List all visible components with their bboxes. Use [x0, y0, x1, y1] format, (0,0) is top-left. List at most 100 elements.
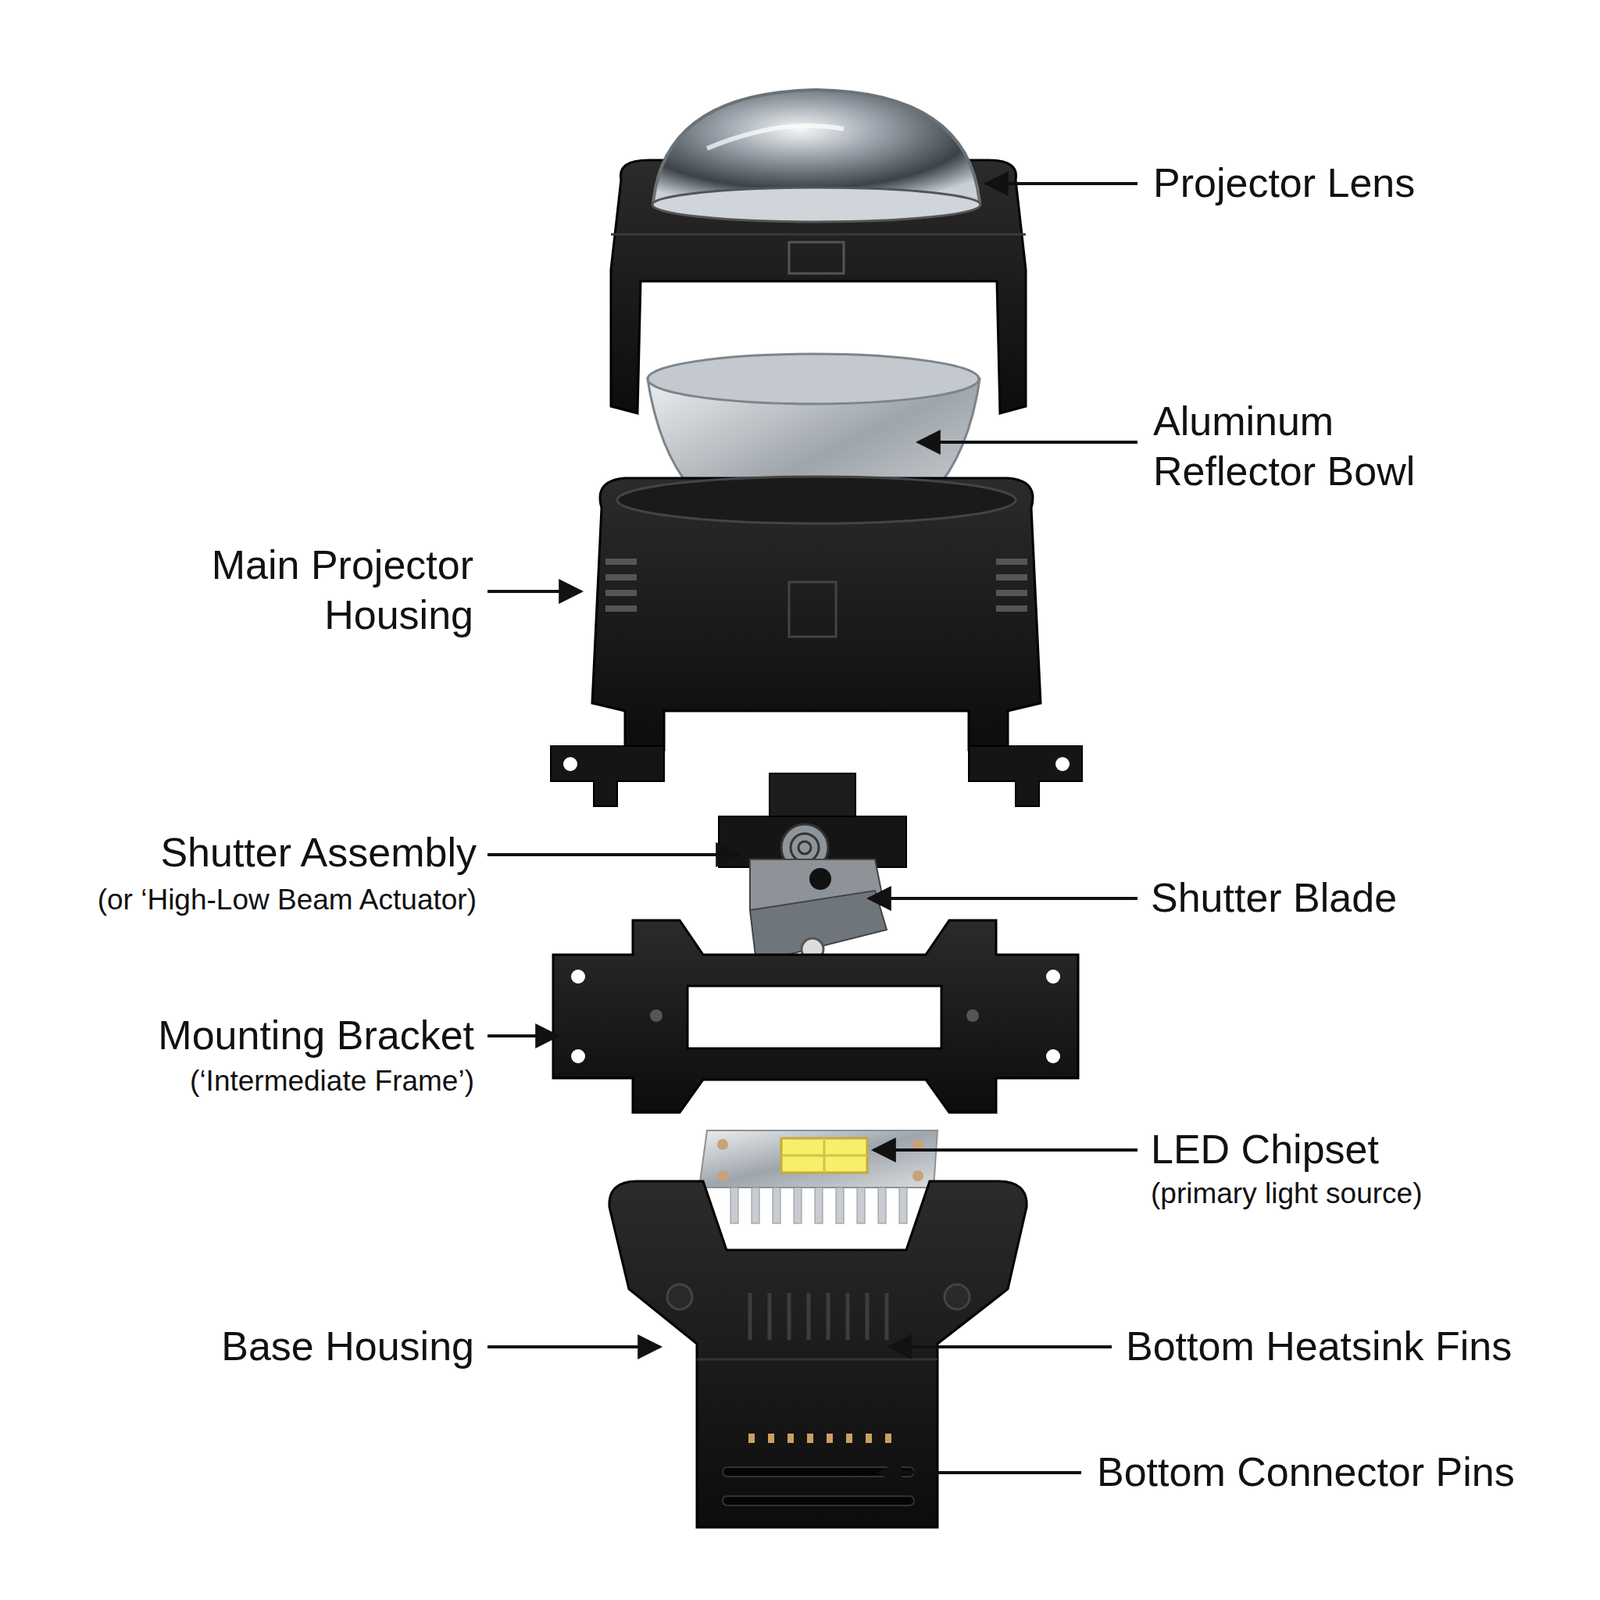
leader-line	[917, 440, 1138, 444]
main-housing-part	[996, 589, 1028, 597]
base-housing-part	[609, 1181, 1027, 1528]
base-housing-part	[826, 1433, 833, 1443]
main-housing-part	[605, 558, 637, 565]
base-housing-part	[846, 1292, 850, 1340]
led-chipset-part	[772, 1187, 781, 1224]
part-note: (or ‘High-Low Beam Actuator)	[97, 882, 477, 918]
mounting-bracket-part	[571, 1049, 586, 1064]
projector-lens-part	[653, 89, 980, 204]
main-housing-part	[996, 574, 1028, 581]
part-note: (primary light source)	[1150, 1175, 1422, 1211]
leader-line	[487, 1034, 558, 1038]
mounting-bracket-part	[571, 969, 586, 984]
led-chipset-part	[878, 1187, 886, 1224]
main-housing-part	[605, 574, 637, 581]
shutter-assembly-part	[798, 841, 811, 854]
main-housing-part	[1055, 757, 1070, 772]
base-housing-part	[787, 1292, 792, 1340]
base-housing-part	[807, 1433, 814, 1443]
shutter-assembly-part	[718, 773, 907, 963]
base-housing-part	[767, 1292, 772, 1340]
part-label: Mounting Bracket	[157, 1010, 475, 1061]
part-label: Shutter Assembly	[160, 828, 477, 878]
main-housing-part	[617, 476, 1016, 524]
main-housing-part	[563, 757, 578, 772]
base-housing-part	[885, 1292, 890, 1340]
main-housing-part	[996, 558, 1028, 565]
base-housing-part	[944, 1284, 970, 1310]
part-label: Bottom Heatsink Fins	[1125, 1321, 1512, 1372]
base-housing-part	[609, 1181, 1027, 1528]
base-housing-part	[750, 1292, 887, 1340]
base-housing-part	[885, 1433, 892, 1443]
projector-lens-part	[789, 242, 844, 274]
part-label: Base Housing	[221, 1321, 475, 1372]
led-chipset-part	[835, 1187, 844, 1224]
main-housing-part	[789, 582, 836, 637]
led-chipset-part	[912, 1139, 924, 1150]
mounting-bracket-part	[553, 920, 1079, 1113]
base-housing-part	[748, 1433, 892, 1443]
leader-line	[487, 183, 1138, 1473]
led-chipset-part	[781, 1154, 868, 1158]
base-housing-part	[748, 1433, 755, 1443]
main-housing-part	[550, 746, 665, 807]
main-housing-part	[605, 589, 637, 597]
mounting-bracket-part	[966, 1009, 979, 1022]
led-chipset-part	[730, 1187, 739, 1224]
projector-lens-part	[652, 187, 981, 222]
led-chipset-part	[912, 1170, 924, 1182]
part-label: Bottom Connector Pins	[1096, 1447, 1515, 1497]
shutter-assembly-part	[790, 833, 819, 862]
part-label: LED Chipset	[1150, 1125, 1379, 1175]
projector-lens-part	[610, 160, 1026, 414]
part-label: Main Projector Housing	[160, 540, 474, 640]
base-housing-part	[865, 1292, 870, 1340]
main-housing-part	[550, 476, 1083, 807]
main-housing-part	[605, 605, 637, 612]
shutter-assembly-part	[769, 773, 856, 817]
base-housing-part	[722, 1496, 915, 1506]
leader-line	[487, 589, 582, 593]
leader-line	[868, 896, 1138, 900]
leader-line	[889, 1345, 1112, 1349]
part-label: Projector Lens	[1153, 158, 1415, 208]
leader-line	[873, 1148, 1138, 1152]
led-chipset-part	[730, 1187, 908, 1224]
base-housing-part	[826, 1292, 831, 1340]
base-housing-part	[667, 1284, 693, 1310]
base-housing-part	[767, 1433, 775, 1443]
leader-line	[487, 853, 739, 857]
led-chipset-part	[699, 1130, 938, 1188]
projector-lens-part	[610, 89, 1026, 414]
projector-lens-part	[610, 233, 1026, 236]
mounting-bracket-part	[650, 1009, 663, 1022]
shutter-assembly-part	[750, 890, 887, 963]
leader-line	[878, 1471, 1082, 1475]
mounting-bracket-part	[553, 920, 1079, 1113]
led-chipset-part	[793, 1187, 802, 1224]
led-chipset-part	[857, 1187, 865, 1224]
part-label: Aluminum Reflector Bowl	[1153, 396, 1466, 497]
mounting-bracket-part	[1046, 1049, 1061, 1064]
base-housing-part	[865, 1433, 872, 1443]
led-chipset-part	[717, 1139, 729, 1150]
base-housing-part	[696, 1358, 938, 1361]
led-chipset-part	[814, 1187, 823, 1224]
main-housing-part	[996, 605, 1028, 612]
led-chipset-part	[899, 1187, 908, 1224]
base-housing-part	[748, 1292, 753, 1340]
led-chipset-part	[699, 1130, 938, 1224]
led-chipset-part	[751, 1187, 760, 1224]
part-label: Shutter Blade	[1150, 873, 1397, 923]
part-note: (‘Intermediate Frame’)	[189, 1063, 475, 1099]
main-housing-part	[968, 746, 1083, 807]
reflector-bowl-part	[647, 353, 979, 404]
mounting-bracket-part	[1046, 969, 1061, 984]
leader-line	[985, 182, 1138, 186]
led-chipset-part	[781, 1138, 868, 1173]
shutter-assembly-part	[809, 867, 832, 890]
base-housing-part	[807, 1292, 811, 1340]
base-housing-part	[846, 1433, 853, 1443]
